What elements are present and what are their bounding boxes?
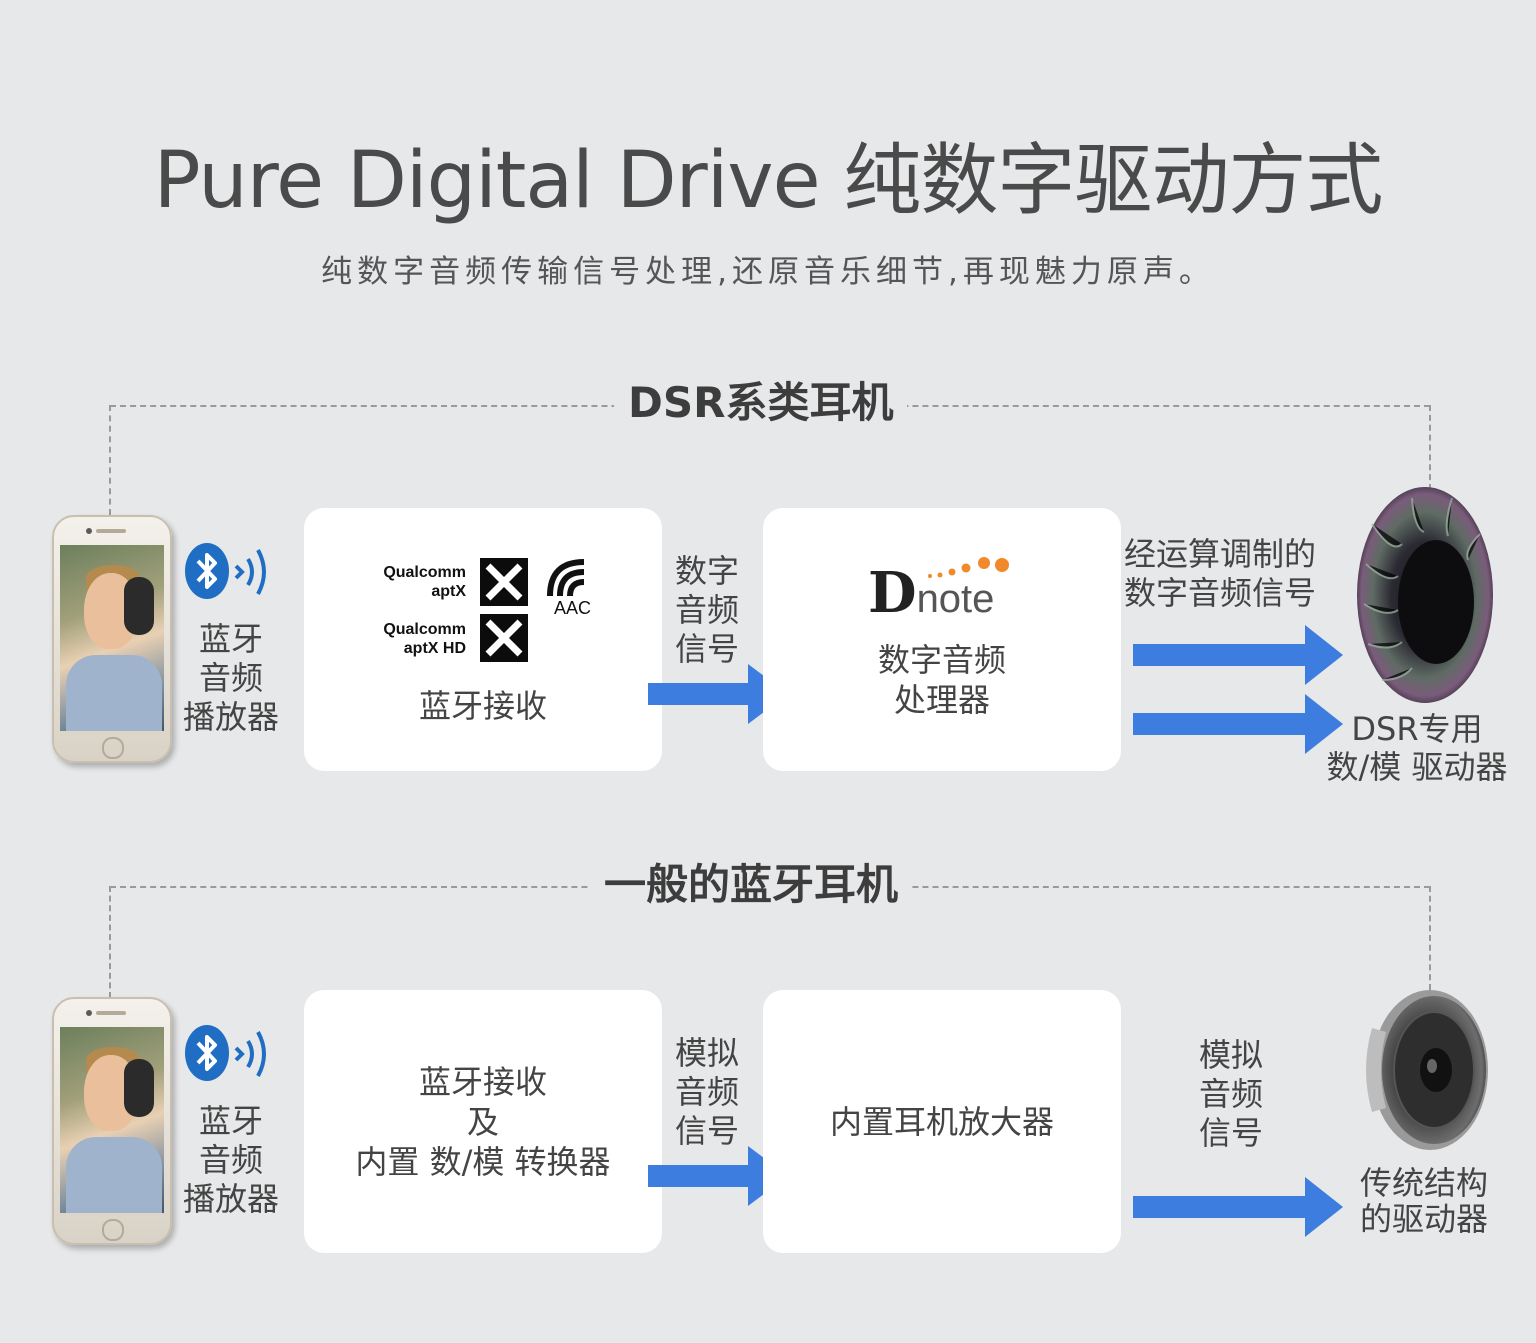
dsr-bracket-left bbox=[109, 405, 111, 515]
receiver-dac-label: 蓝牙接收及内置 数/模 转换器 bbox=[355, 1063, 611, 1181]
arrow-right-icon bbox=[1133, 1177, 1345, 1241]
dsr-driver-image bbox=[1352, 484, 1498, 710]
analog-signal-label: 模拟音频信号 bbox=[1198, 1036, 1263, 1152]
smartphone-image bbox=[52, 515, 172, 763]
receiver-dac-box bbox=[304, 990, 662, 1253]
bluetooth-player-label: 蓝牙音频播放器 bbox=[182, 1102, 279, 1218]
signal-waves-icon bbox=[232, 545, 268, 603]
amplifier-label: 内置耳机放大器 bbox=[829, 1103, 1054, 1141]
bluetooth-receive-label: 蓝牙接收 bbox=[418, 687, 547, 725]
smartphone-image bbox=[52, 997, 172, 1245]
aptx-x-icon bbox=[480, 558, 528, 606]
bluetooth-player-label: 蓝牙音频播放器 bbox=[182, 620, 279, 736]
page-title: Pure Digital Drive 纯数字驱动方式 bbox=[153, 136, 1384, 226]
aptx-hd-x-icon bbox=[480, 614, 528, 662]
dnote-processor-label: 数字音频处理器 bbox=[877, 641, 1006, 719]
speaker-icon bbox=[1356, 988, 1492, 1158]
normal-section-label: 一般的蓝牙耳机 bbox=[590, 860, 913, 910]
dsr-section-label: DSR系类耳机 bbox=[614, 378, 908, 428]
dnote-processor-box bbox=[763, 508, 1121, 771]
dnote-logo: Dnote bbox=[868, 560, 995, 626]
dsr-driver-label: DSR专用数/模 驱动器 bbox=[1326, 710, 1508, 786]
dnote-dots-icon bbox=[926, 554, 1014, 586]
normal-bracket-right bbox=[1429, 886, 1431, 990]
digital-signal-label: 数字音频信号 bbox=[674, 552, 739, 668]
dsr-bracket-right bbox=[1429, 405, 1431, 490]
amplifier-box bbox=[763, 990, 1121, 1253]
aac-label: AAC bbox=[554, 598, 592, 618]
signal-waves-icon bbox=[232, 1027, 268, 1085]
bluetooth-icon bbox=[184, 1024, 230, 1086]
normal-bracket-left bbox=[109, 886, 111, 998]
aac-logo-icon bbox=[544, 556, 598, 606]
analog-signal-label: 模拟音频信号 bbox=[674, 1034, 739, 1150]
traditional-driver-label: 传统结构的驱动器 bbox=[1359, 1164, 1488, 1238]
page-subtitle: 纯数字音频传输信号处理,还原音乐细节,再现魅力原声。 bbox=[321, 254, 1215, 290]
arrow-right-icon bbox=[1133, 694, 1345, 758]
bluetooth-icon bbox=[184, 542, 230, 604]
modulated-signal-label: 经运算调制的数字音频信号 bbox=[1124, 535, 1317, 612]
arrow-right-icon bbox=[1133, 625, 1345, 689]
